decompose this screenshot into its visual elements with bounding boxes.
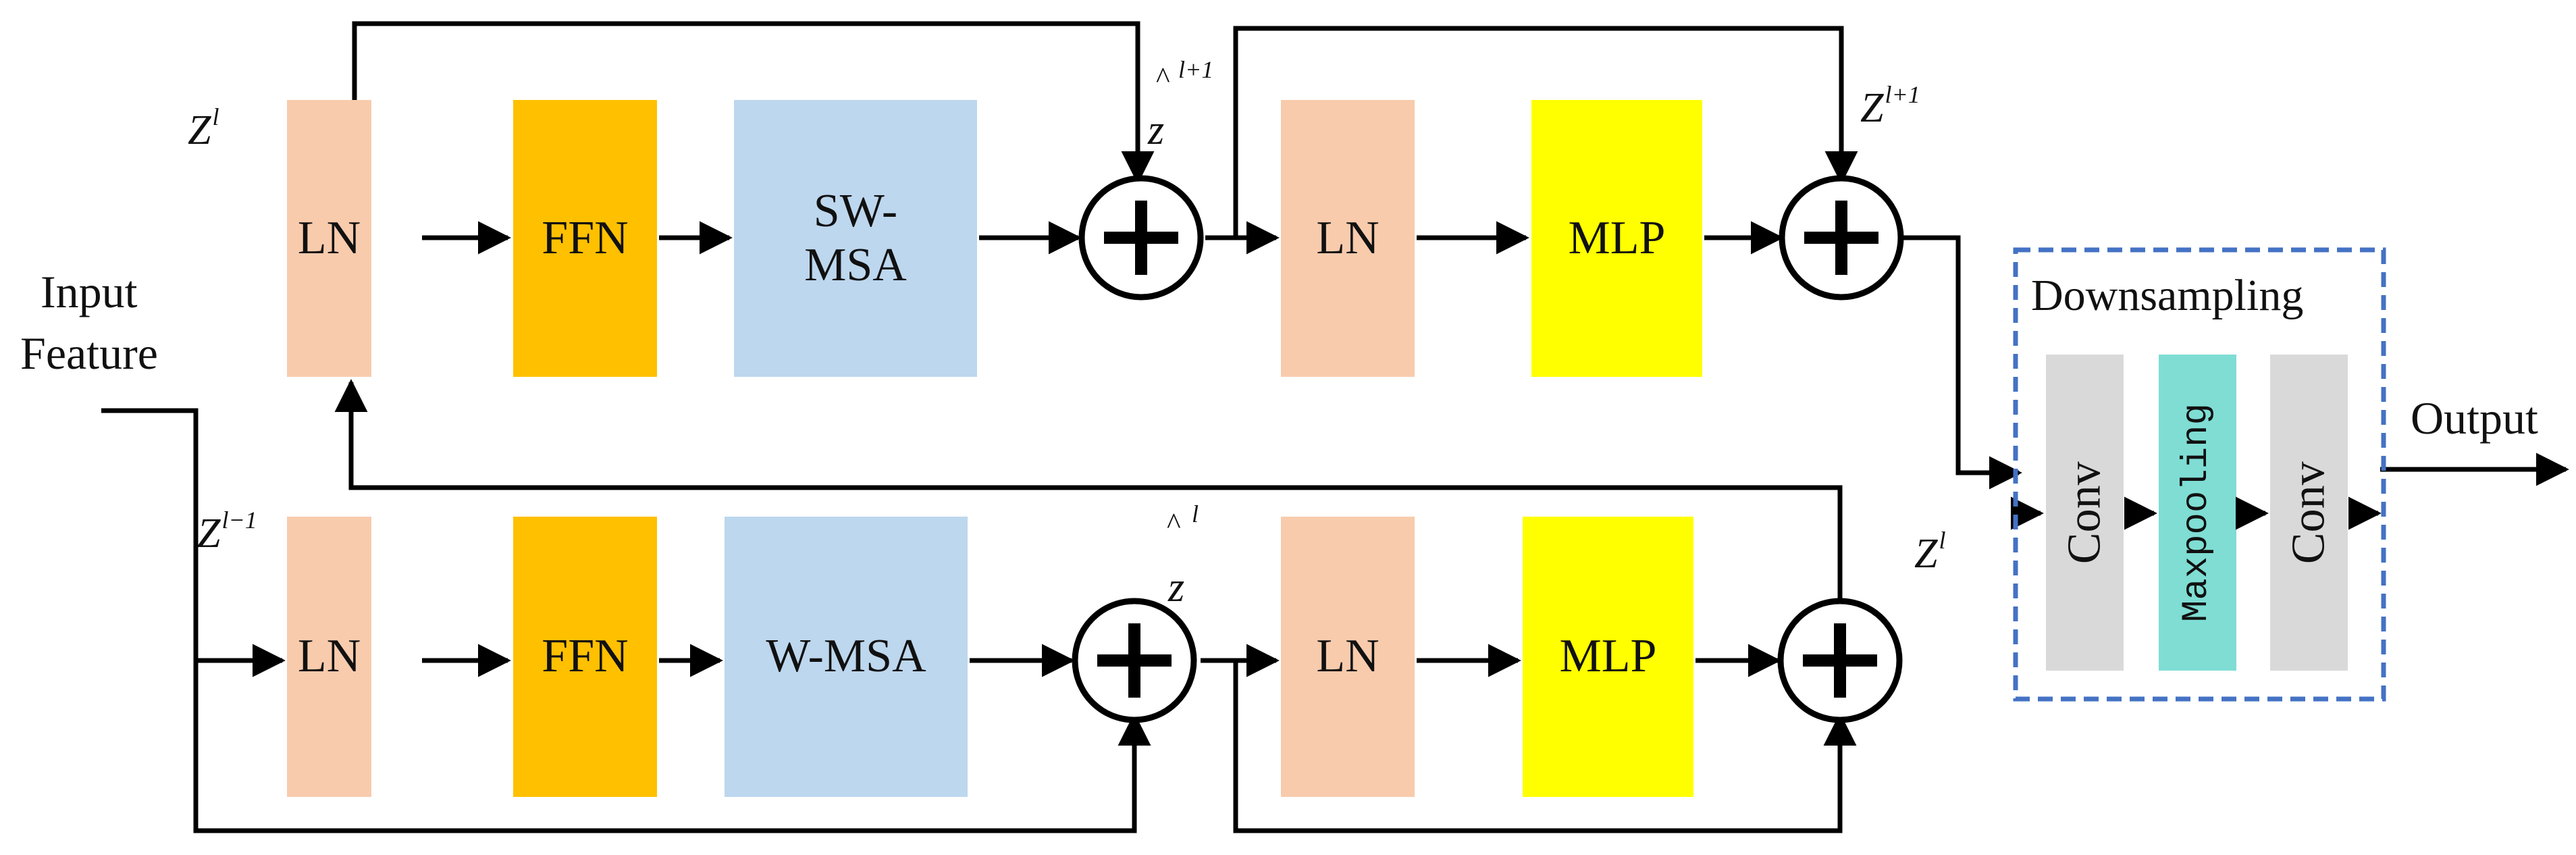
zhat-top-base: z [1148, 107, 1165, 153]
z-bottom-right-sup: l [1939, 527, 1946, 554]
z-top-right-label: Zl+1 [1860, 81, 1920, 132]
top-ln2-label: LN [1316, 211, 1379, 264]
bottom-w-msa-block: W-MSA [725, 517, 968, 797]
connector-lines [101, 21, 2569, 833]
top-ln1-label: LN [297, 211, 361, 264]
bottom-w-msa-label: W-MSA [766, 630, 926, 683]
z-top-left-base: Z [188, 107, 211, 153]
top-sw-msa-block: SW- MSA [734, 100, 977, 377]
output-label: Output [2411, 392, 2538, 444]
z-bottom-right-base: Z [1914, 531, 1938, 577]
z-bottom-left-sup: l−1 [221, 507, 257, 534]
skip-bottom-2 [1233, 660, 1857, 833]
adder-top-1 [1078, 175, 1204, 301]
top-ln1-block: LN [287, 100, 371, 377]
adder-bottom-2 [1777, 598, 1903, 723]
input-label-line2: Feature [20, 328, 158, 379]
bottom-ln1-label: LN [297, 630, 361, 683]
zhat-bottom-sup: l [1192, 500, 1199, 527]
top-mlp-label: MLP [1568, 211, 1666, 264]
z-top-right-base: Z [1860, 85, 1884, 131]
z-top-right-sup: l+1 [1885, 81, 1920, 108]
z-top-left-label: Zl [188, 103, 219, 155]
skip-bottom-1 [101, 408, 1151, 833]
zhat-top-hat: ^ [1156, 61, 1170, 95]
bottom-mlp-block: MLP [1523, 517, 1693, 797]
z-top-left-sup: l [212, 103, 219, 130]
bottom-ln1-block: LN [287, 517, 371, 797]
skip-top-1 [352, 21, 1155, 184]
top-ln2-block: LN [1281, 100, 1415, 377]
top-ffn-block: FFN [513, 100, 657, 377]
zhat-bottom-base: z [1168, 565, 1185, 611]
zhat-top-sup: l+1 [1178, 56, 1214, 83]
maxpool-block: Maxpooling [2159, 355, 2236, 671]
z-bottom-left-label: Zl−1 [197, 507, 257, 558]
z-bottom-right-label: Zl [1914, 527, 1946, 578]
downsampling-title: Downsampling [2031, 271, 2304, 320]
top-ffn-label: FFN [542, 211, 629, 264]
feedback-to-top-ln1 [334, 379, 1843, 604]
top-sw-msa-label: SW- MSA [804, 184, 907, 292]
bottom-ffn-label: FFN [542, 630, 629, 683]
bottom-ln2-block: LN [1281, 517, 1415, 797]
downsampling-border [2013, 247, 2386, 702]
conv2-block: Conv [2270, 355, 2348, 671]
adder-top-2 [1779, 175, 1904, 301]
bottom-mlp-label: MLP [1559, 630, 1657, 683]
input-label-line1: Input [41, 266, 138, 317]
skip-top-2 [1233, 26, 1858, 238]
z-bottom-left-base: Z [197, 511, 221, 556]
top-mlp-block: MLP [1531, 100, 1702, 377]
bottom-ffn-block: FFN [513, 517, 657, 797]
adder-bottom-1 [1072, 598, 1197, 723]
bottom-ln2-label: LN [1316, 630, 1379, 683]
arrow-to-downsampling [1899, 235, 2022, 490]
conv1-block: Conv [2046, 355, 2124, 671]
zhat-bottom-hat: ^ [1167, 507, 1181, 540]
